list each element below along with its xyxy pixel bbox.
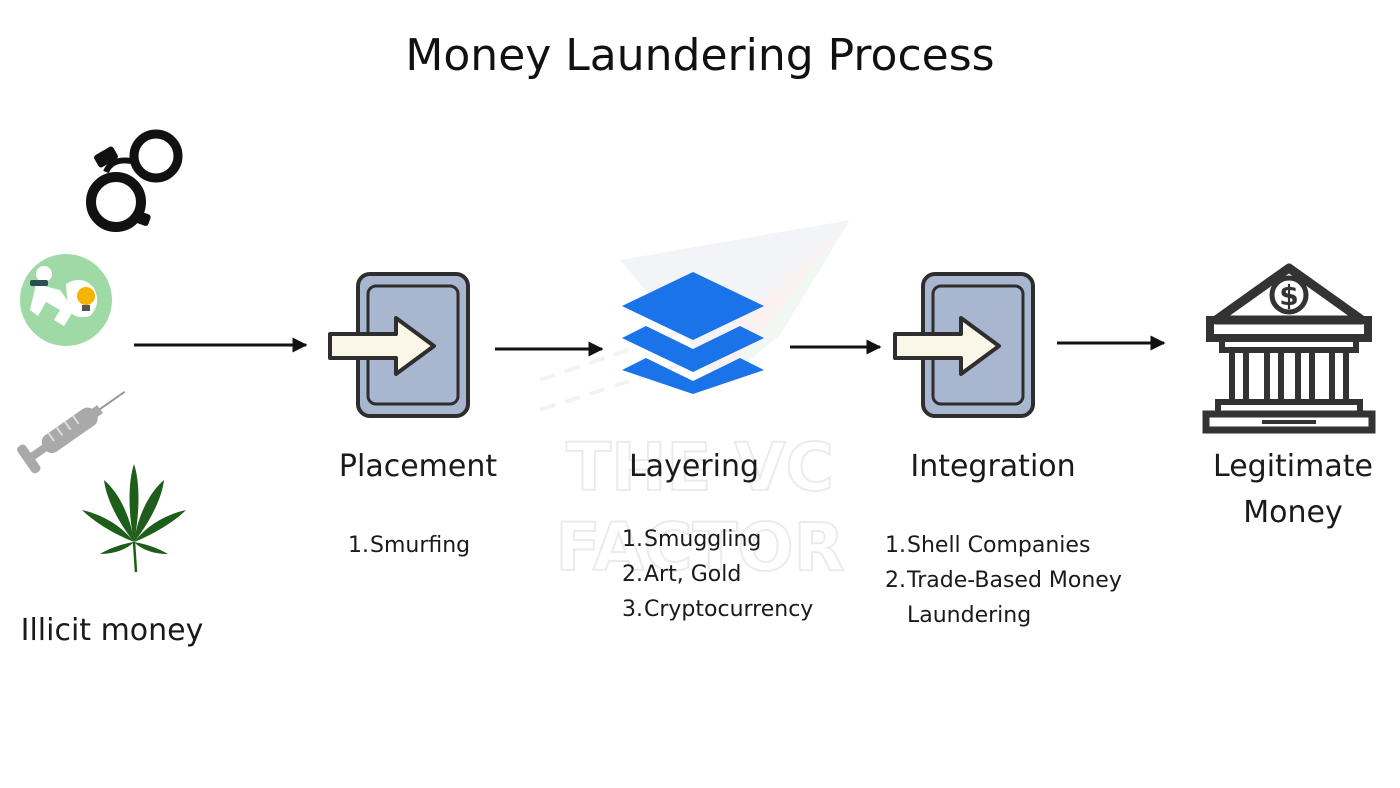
layering-method-list: 1.Smuggling 2.Art, Gold 3.Cryptocurrency [622, 522, 862, 627]
svg-text:$: $ [1279, 279, 1298, 312]
stage-label-placement: Placement [338, 449, 498, 484]
list-item: 2.Art, Gold [622, 562, 742, 587]
stage-label-integration: Integration [910, 449, 1076, 484]
bank-icon: $ [1202, 263, 1376, 434]
destination-label-line1: Legitimate [1213, 449, 1373, 484]
cannabis-leaf-icon [82, 464, 186, 573]
integration-enter-icon [893, 272, 1035, 418]
handcuffs-icon [86, 129, 183, 232]
destination-label-line2: Money [1243, 495, 1343, 530]
placement-enter-icon [328, 272, 470, 418]
diagram-title: Money Laundering Process [405, 30, 995, 81]
list-item: 1.Smuggling [622, 527, 762, 552]
list-item: 1.Smurfing [348, 533, 471, 558]
watermark-line2: FACTOR [556, 509, 845, 586]
stage-label-layering: Layering [628, 449, 760, 484]
list-item: 3.Cryptocurrency [622, 597, 814, 622]
destination-label: Legitimate Money [1206, 444, 1380, 536]
list-item: 1.Shell Companies [885, 533, 1091, 558]
layers-icon [622, 272, 764, 394]
syringe-icon [17, 391, 126, 474]
thief-icon [20, 254, 112, 346]
placement-method-list: 1.Smurfing [348, 528, 528, 563]
list-item: 2.Trade-Based Money Laundering [885, 568, 1122, 628]
integration-method-list: 1.Shell Companies 2.Trade-Based Money La… [885, 528, 1147, 633]
source-label: Illicit money [20, 613, 204, 648]
watermark-line1: THE VC [566, 429, 834, 506]
